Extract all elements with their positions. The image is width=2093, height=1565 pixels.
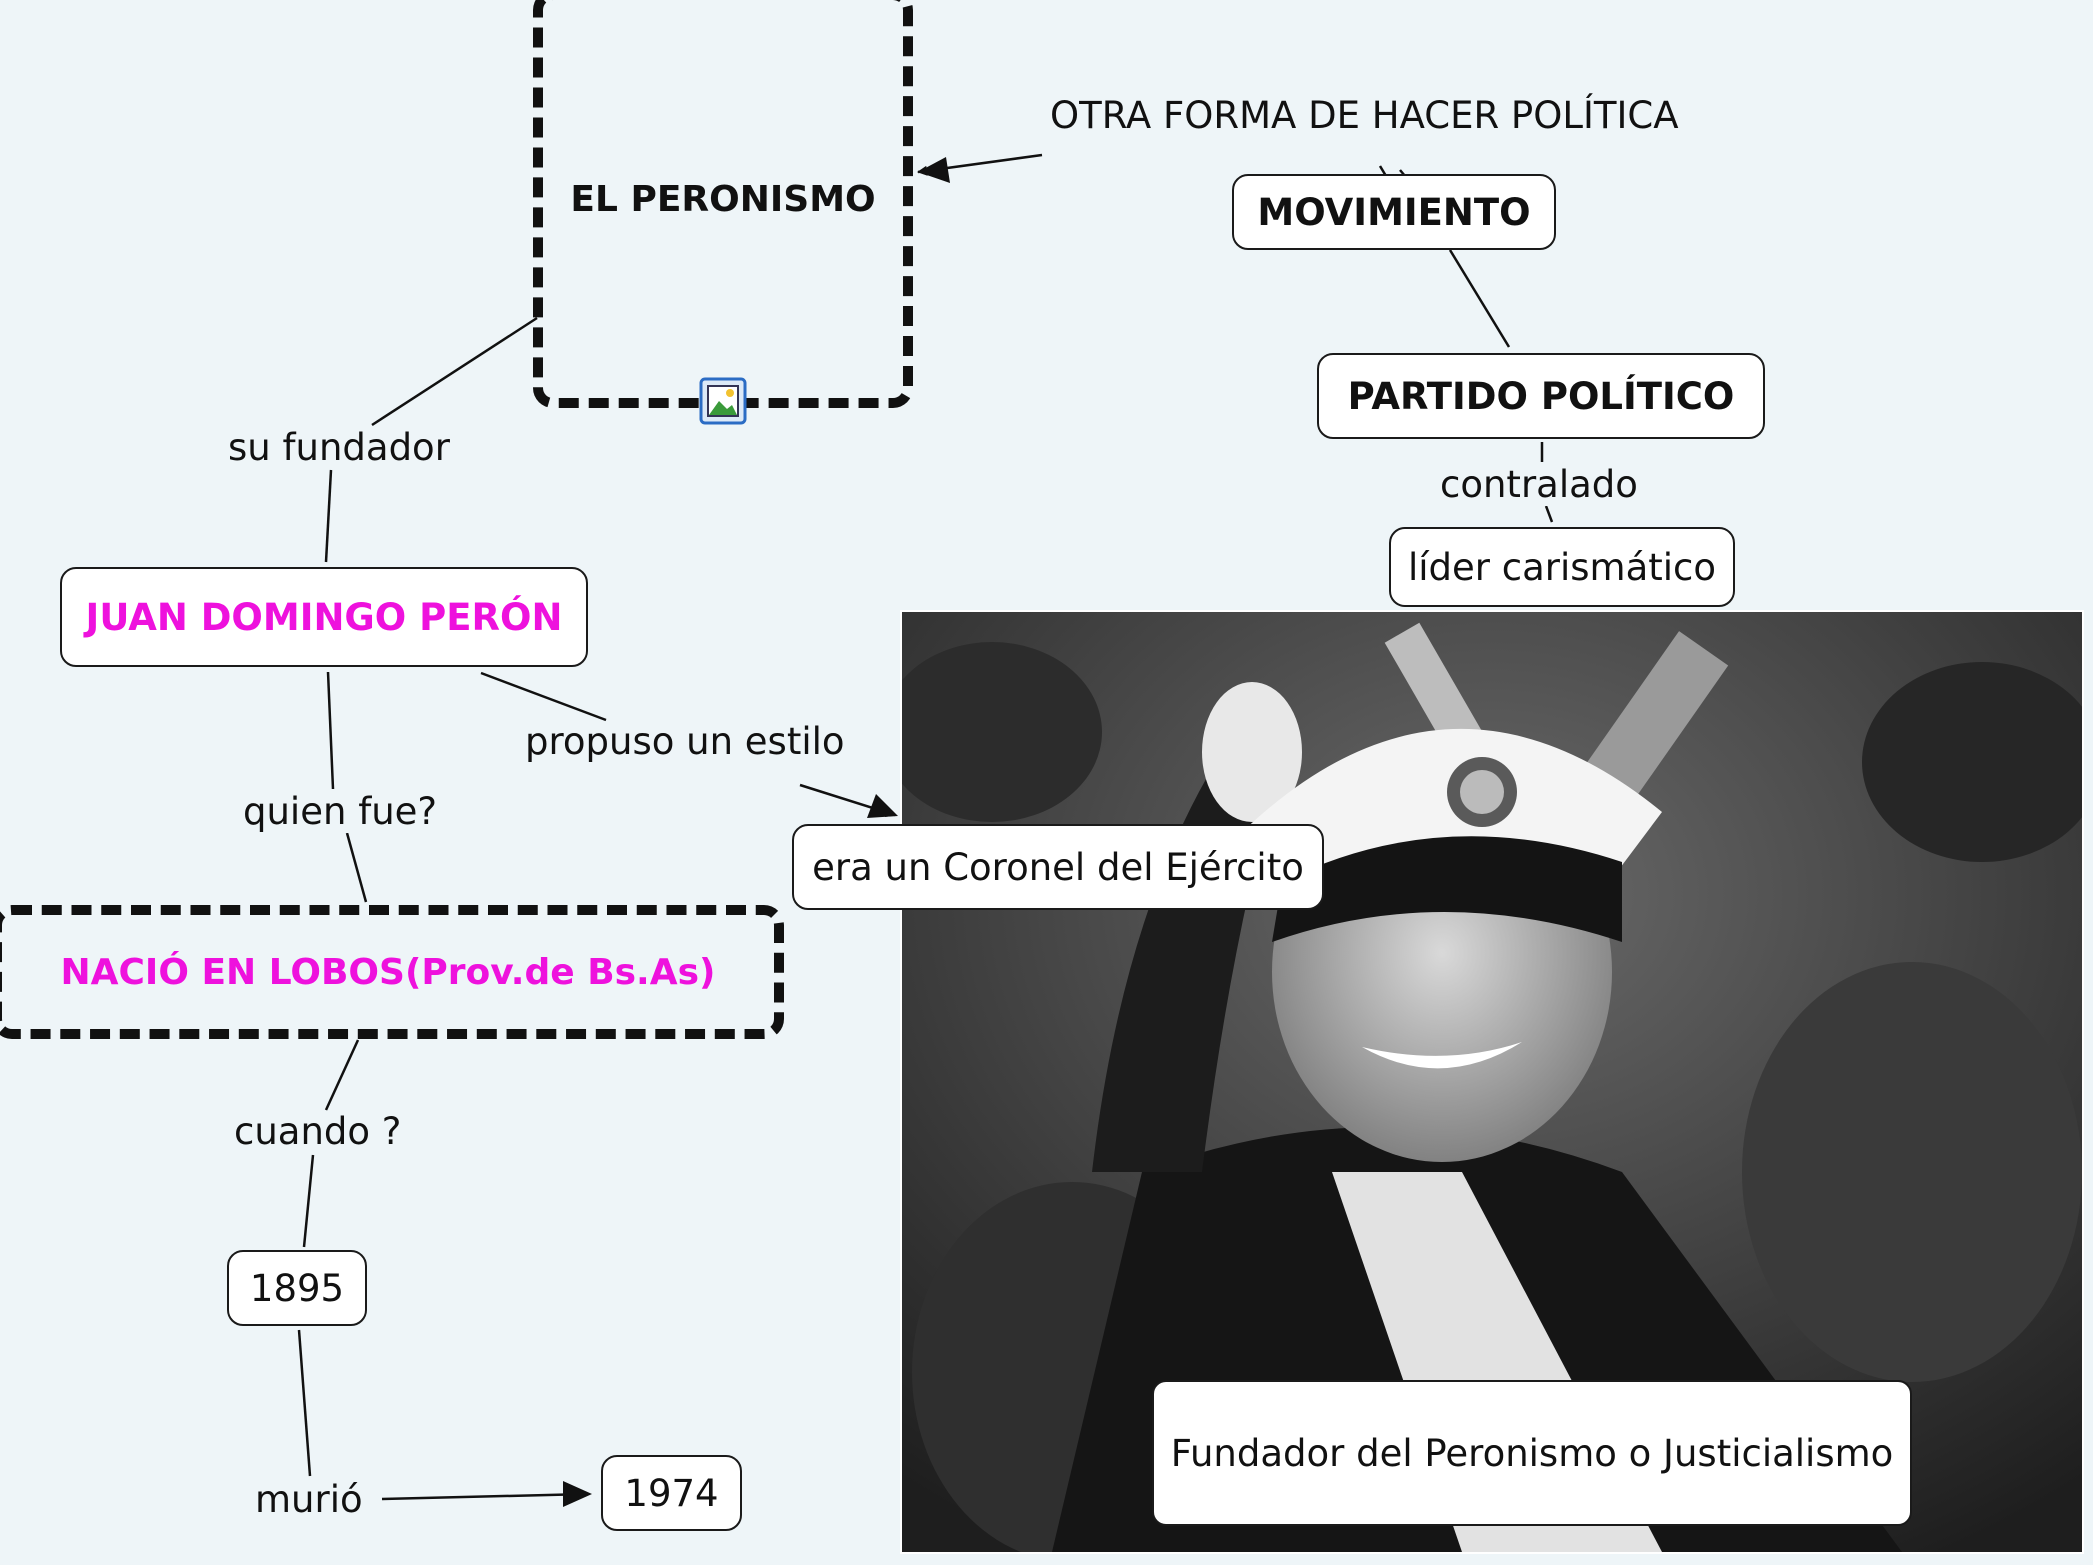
link-contralado-lider [1544,505,1554,523]
link-cuando-1895 [302,1154,315,1248]
node-lider-carismatico[interactable]: líder carismático [1389,527,1735,607]
arrowhead-peronismo [918,157,950,183]
link-quien-fue-nacio [345,832,368,903]
node-fundador-del-peronismo-text: Fundador del Peronismo o Justicialismo [1170,1431,1894,1475]
node-nacio-en-lobos-text: NACIÓ EN LOBOS(Prov.de Bs.As) [60,951,716,993]
link-murio-1974 [381,1489,589,1501]
link-nacio-cuando [324,1039,360,1111]
link-label-contralado: contralado [1440,463,1638,506]
node-coronel-ejercito[interactable]: era un Coronel del Ejército [792,824,1324,910]
link-su-fundador-peron [324,469,333,563]
node-nacio-en-lobos[interactable]: NACIÓ EN LOBOS(Prov.de Bs.As) [0,905,784,1039]
image-icon[interactable] [699,377,747,425]
link-1895-murio [297,1329,312,1477]
link-label-su-fundador: su fundador [228,426,450,469]
node-coronel-ejercito-text: era un Coronel del Ejército [812,845,1304,889]
node-partido-politico[interactable]: PARTIDO POLÍTICO [1317,353,1765,439]
node-juan-domingo-peron-text: JUAN DOMINGO PERÓN [85,595,563,639]
node-fundador-del-peronismo[interactable]: Fundador del Peronismo o Justicialismo [1152,1380,1912,1526]
node-movimiento[interactable]: MOVIMIENTO [1232,174,1556,250]
node-el-peronismo-text: EL PERONISMO [570,178,876,220]
node-movimiento-text: MOVIMIENTO [1257,190,1531,234]
link-movimiento-partido [1448,249,1511,348]
node-1974[interactable]: 1974 [601,1455,742,1531]
node-juan-domingo-peron[interactable]: JUAN DOMINGO PERÓN [60,567,588,667]
link-label-quien-fue: quien fue? [243,790,438,833]
link-label-cuando: cuando ? [234,1110,402,1153]
node-lider-carismatico-text: líder carismático [1407,545,1717,589]
node-1895[interactable]: 1895 [227,1250,367,1326]
link-label-propuso-un-estilo: propuso un estilo [525,720,845,763]
node-el-peronismo[interactable]: EL PERONISMO [533,0,913,408]
link-label-murio: murió [255,1478,363,1521]
node-partido-politico-text: PARTIDO POLÍTICO [1347,374,1735,418]
arrowhead-1974 [563,1481,592,1507]
link-peron-propuso [480,671,607,722]
arrowhead-coronel [867,794,898,818]
node-1895-text: 1895 [249,1266,345,1310]
link-label-otra-forma: OTRA FORMA DE HACER POLÍTICA [1050,94,1679,137]
link-peron-quien-fue [326,671,335,790]
link-peronismo-su-fundador [371,316,538,427]
node-1974-text: 1974 [624,1471,719,1515]
